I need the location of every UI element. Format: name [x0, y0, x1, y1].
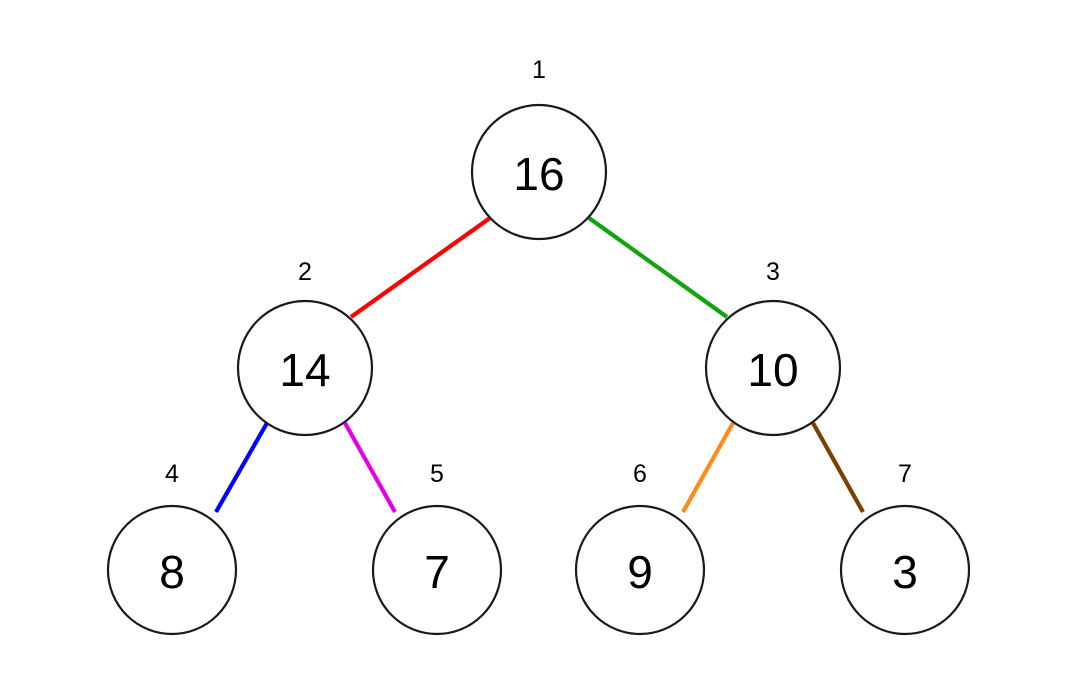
node-circle-6[interactable] [574, 504, 706, 636]
node-value-7: 3 [892, 546, 918, 598]
node-value-2: 14 [279, 344, 330, 396]
edge-2-4 [214, 421, 269, 514]
node-value-4: 8 [159, 546, 185, 598]
node-index-label-6: 6 [633, 460, 647, 488]
tree-node-2[interactable]: 14 [236, 299, 374, 437]
tree-node-5[interactable]: 7 [371, 504, 503, 636]
tree-node-6[interactable]: 9 [574, 504, 706, 636]
edge-group [214, 216, 865, 514]
node-index-label-5: 5 [430, 460, 444, 488]
tree-node-7[interactable]: 3 [839, 504, 971, 636]
node-circle-1[interactable] [470, 103, 608, 241]
node-value-3: 10 [747, 344, 798, 396]
node-index-label-4: 4 [165, 460, 179, 488]
node-index-label-1: 1 [532, 56, 546, 84]
node-circle-5[interactable] [371, 504, 503, 636]
node-value-1: 16 [513, 148, 564, 200]
node-group: 16 14 10 8 7 9 [106, 103, 971, 636]
tree-node-1[interactable]: 16 [470, 103, 608, 241]
node-index-label-group: 1 2 3 4 5 6 7 [165, 56, 912, 488]
edge-1-2 [349, 216, 492, 319]
node-index-label-2: 2 [298, 258, 312, 286]
node-index-label-3: 3 [766, 258, 780, 286]
node-circle-4[interactable] [106, 504, 238, 636]
node-value-5: 7 [424, 546, 450, 598]
node-value-6: 9 [627, 546, 653, 598]
node-index-label-7: 7 [898, 460, 912, 488]
node-circle-7[interactable] [839, 504, 971, 636]
tree-node-4[interactable]: 8 [106, 504, 238, 636]
node-circle-2[interactable] [236, 299, 374, 437]
edge-1-3 [587, 216, 729, 319]
tree-node-3[interactable]: 10 [704, 299, 842, 437]
edge-3-6 [681, 421, 735, 514]
node-circle-3[interactable] [704, 299, 842, 437]
edge-3-7 [811, 421, 865, 514]
edge-2-5 [343, 421, 397, 514]
